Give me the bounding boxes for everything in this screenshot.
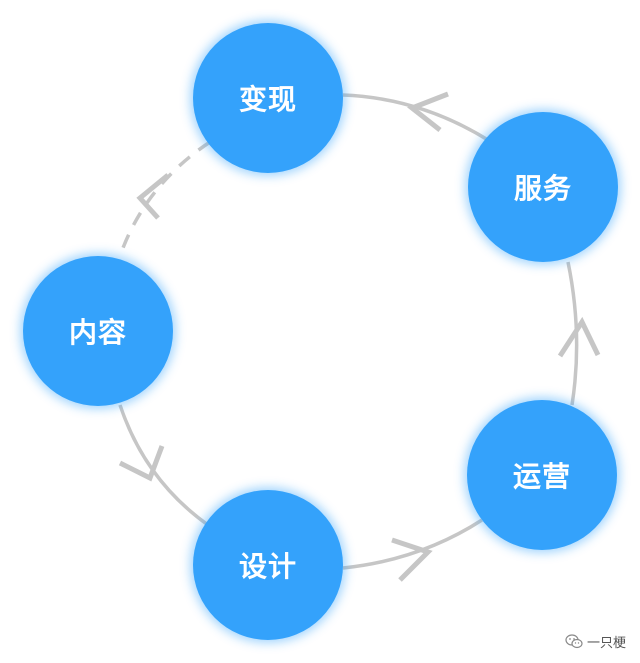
node-label: 变现 [238, 83, 297, 116]
edge-sheji-to-yunying [342, 518, 483, 570]
arrowhead-fuwu-to-bianxian [407, 91, 449, 132]
node-sheji: 设计 [193, 490, 343, 640]
node-label: 内容 [68, 316, 127, 349]
arrowhead-sheji-to-yunying [391, 537, 433, 582]
edge-bianxian-to-neirong [118, 140, 211, 257]
wechat-icon [565, 634, 583, 649]
arrowhead-neirong-to-sheji [118, 445, 165, 482]
node-label: 设计 [238, 550, 297, 583]
arrowhead-yunying-to-fuwu [557, 316, 601, 358]
arrowhead-bianxian-to-neirong [136, 173, 170, 220]
watermark: 一只梗 [565, 632, 626, 651]
node-label: 运营 [512, 460, 571, 493]
node-label: 服务 [513, 172, 572, 205]
node-fuwu: 服务 [468, 112, 618, 262]
node-yunying: 运营 [467, 400, 617, 550]
edge-fuwu-to-bianxian [342, 93, 489, 142]
node-neirong: 内容 [23, 256, 173, 406]
node-bianxian: 变现 [193, 23, 343, 173]
edge-neirong-to-sheji [118, 404, 210, 527]
watermark-text: 一只梗 [586, 636, 626, 651]
